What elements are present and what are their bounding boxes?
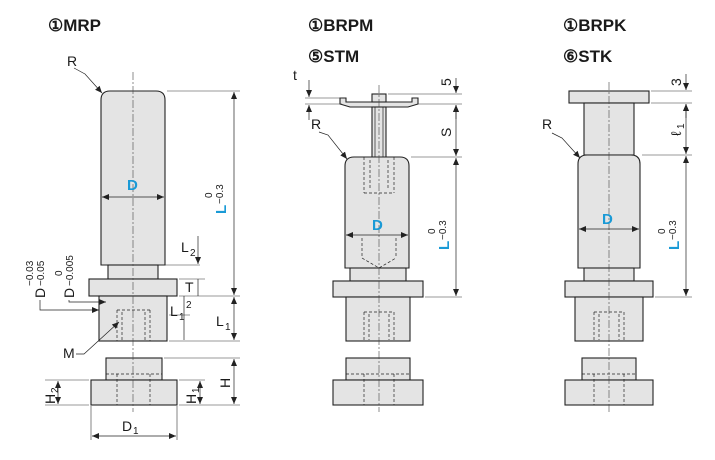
brpm-s-label: S [438,128,454,137]
mrp-m-label: M [63,345,75,361]
brpk-3-label-group: 3 [668,78,684,86]
mrp-l-label: L [213,205,230,214]
brpm-l-tol-lower: −0.3 [438,220,449,240]
brpm-r-leader [318,131,348,160]
brpk-r-label: R [542,116,552,132]
brpk-l1-sub: 1 [676,123,687,129]
mrp-r-label: R [67,53,77,69]
mrp-d-hole-label: D [61,288,77,298]
brpm-s-label-group: S [438,128,454,137]
mrp-bushing-hidden [106,373,162,405]
mrp-l1-small-label: L [170,303,178,319]
mrp-d1-label: D [122,418,132,434]
mrp-bushing-top [105,357,163,381]
mrp-l2-label: L [181,239,189,255]
mrp-d-label: D [127,177,138,194]
mrp-h-label-group: H [217,378,233,388]
mrp-l-tol-lower: −0.3 [215,184,226,204]
mrp-d-hole-leader [68,299,106,305]
mrp-l2-sub: 2 [190,248,196,259]
mrp-d-shaft-leader [39,300,99,313]
mrp-d1-sub: 1 [133,426,139,437]
mrp-h2-label: H [42,394,58,404]
mrp-two-label: 2 [186,300,192,311]
brpm-l-label-group: L 0 −0.3 [427,220,453,250]
brpm-bushing-base [332,379,424,406]
brpm-bottom-hidden [361,238,397,269]
mrp-h1-label-group: H 1 [183,387,202,404]
mrp-drawing: D R L 0 −0.3 L 2 T 2 L 1 L 1 D −0.0 [25,53,240,440]
title-brpk: ①BRPK [563,16,627,35]
mrp-h1-label: H [183,394,199,404]
mrp-bushing-base [90,379,178,406]
mrp-l-label-group: L 0 −0.3 [204,184,230,214]
title-stm: ⑤STM [308,47,359,66]
mrp-d-shaft-upper: −0.03 [25,260,36,286]
mrp-h2-label-group: H 2 [42,387,61,404]
brpk-l1-label: ℓ [668,131,684,136]
brpm-bushing-top [345,357,411,381]
brpm-flange [332,280,424,298]
brpm-pin-body [344,156,410,269]
brpm-bushing-hidden [346,373,410,405]
brpk-drawing: D R 3 ℓ 1 L 0 −0.3 [542,74,692,412]
brpk-3-label: 3 [668,78,684,86]
brpm-5-label-group: 5 [438,78,454,86]
mrp-h2-sub: 2 [50,387,61,393]
mrp-d-hole-lower: −0.005 [65,255,76,286]
brpm-r-label: R [311,116,321,132]
brpm-l-label: L [436,241,453,250]
mrp-d-hole-tol-group: D 0 −0.005 [54,255,77,298]
mrp-l1-sub: 1 [225,322,231,333]
brpk-l-tol-lower: −0.3 [668,220,679,240]
brpk-l-tol-upper: 0 [657,228,668,234]
brpm-lower-block [345,296,411,342]
mrp-d-shaft-tol-group: D −0.03 −0.05 [25,260,48,298]
title-brpm: ①BRPM [308,16,373,35]
brpm-d-label: D [372,217,383,234]
mrp-d-hole-upper: 0 [54,270,65,276]
brpm-t-label: t [293,67,297,83]
title-stk: ⑥STK [563,47,613,66]
brpm-5-label: 5 [438,78,454,86]
brpm-l-tol-upper: 0 [427,228,438,234]
brpk-bushing-hidden [582,373,636,405]
mrp-h-label: H [217,378,233,388]
brpm-neck [349,267,407,282]
mrp-d-shaft-lower: −0.05 [36,260,47,286]
brpk-l-label: L [666,241,683,250]
mrp-l1-label: L [216,313,224,329]
mrp-l-tol-upper: 0 [204,192,215,198]
brpk-d-label: D [602,211,613,228]
brpk-lower-block [574,296,644,342]
brpm-drawing: D R t 5 S L 0 −0.3 [293,67,462,412]
brpk-r-leader [551,132,581,159]
brpk-l-label-group: L 0 −0.3 [657,220,683,250]
mrp-m-leader [76,321,120,355]
title-mrp: ①MRP [48,16,101,35]
mrp-r-leader [73,67,103,94]
brpk-l1-label-group: ℓ 1 [668,123,687,136]
brpm-screw-lines [374,107,384,159]
mrp-t-label: T [185,279,194,295]
mrp-h1-sub: 1 [191,387,202,393]
mrp-l1-small-sub: 1 [179,312,185,323]
mrp-d-shaft-label: D [32,288,48,298]
